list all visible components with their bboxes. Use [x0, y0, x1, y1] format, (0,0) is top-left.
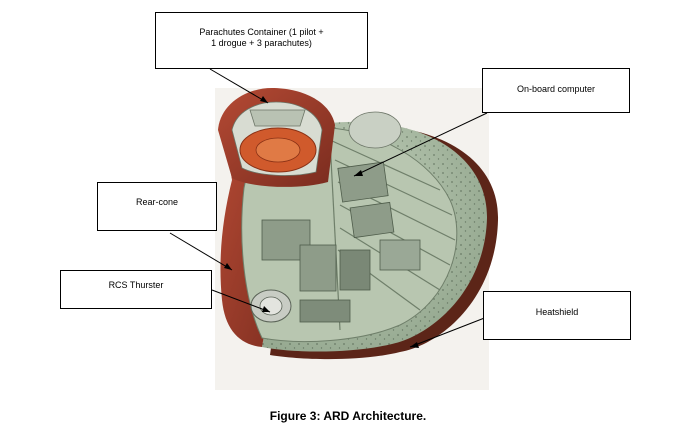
callout-on-board-computer: On-board computer: [482, 68, 630, 113]
callout-parachutes-line2: 1 drogue + 3 parachutes): [156, 38, 367, 49]
callout-parachutes-line1: Parachutes Container (1 pilot +: [156, 27, 367, 38]
callout-heatshield: Heatshield: [483, 291, 631, 340]
callout-rear-cone: Rear-cone: [97, 182, 217, 231]
callout-rcs-thruster: RCS Thurster: [60, 270, 212, 309]
parachute-container-graphic: [218, 88, 335, 187]
figure-caption: Figure 3: ARD Architecture.: [0, 409, 696, 423]
callout-rcs-label: RCS Thurster: [109, 280, 164, 290]
callout-computer-label: On-board computer: [517, 84, 595, 94]
callout-heatshield-label: Heatshield: [536, 307, 579, 317]
callout-parachutes-container: Parachutes Container (1 pilot + 1 drogue…: [155, 12, 368, 69]
callout-rear-cone-label: Rear-cone: [136, 197, 178, 207]
propellant-tank: [349, 112, 401, 148]
rcs-thruster-graphic: [251, 290, 291, 322]
